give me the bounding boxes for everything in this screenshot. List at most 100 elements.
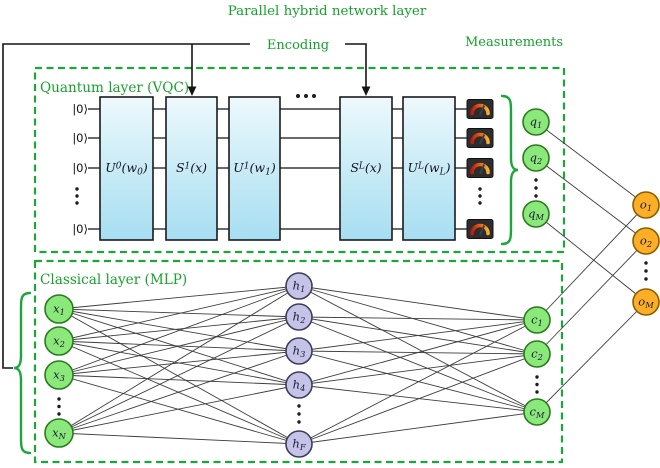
ellipsis-dot bbox=[535, 390, 539, 394]
connection-line bbox=[58, 432, 300, 445]
node-label: x1 bbox=[53, 302, 65, 318]
node-x3: x3 bbox=[44, 360, 74, 390]
node-circle bbox=[523, 306, 551, 334]
gate-u1: U1(w1) bbox=[228, 96, 281, 241]
gauge-icon bbox=[465, 217, 495, 241]
qubit-ket-label: |0⟩ bbox=[72, 161, 88, 175]
node-circle bbox=[285, 371, 313, 399]
ellipsis-dot bbox=[478, 187, 482, 191]
node-o2: o2 bbox=[632, 227, 660, 255]
node-circle bbox=[522, 200, 550, 228]
node-o1: o1 bbox=[632, 191, 660, 219]
input-nodes: x1 x2 x3 xN bbox=[44, 294, 74, 448]
quantum-layer-box: Quantum layer (VQC) |0⟩ |0⟩ |0⟩ |0⟩ U0(w… bbox=[33, 66, 566, 254]
quantum-layer-border bbox=[33, 66, 566, 254]
gate-label: S1(x) bbox=[176, 160, 207, 175]
node-circle bbox=[523, 340, 551, 368]
hidden-nodes: h1 h2 h3 h4 hF bbox=[285, 272, 313, 458]
connection-line bbox=[58, 308, 300, 318]
qubit-ket-label: |0⟩ bbox=[72, 102, 88, 116]
node-h1: h1 bbox=[285, 272, 313, 300]
ellipsis-dot bbox=[534, 178, 538, 182]
measurement-brace bbox=[500, 94, 519, 246]
connection-line bbox=[298, 353, 538, 386]
gate-ul: UL(wL) bbox=[402, 96, 456, 241]
ellipsis-dot bbox=[535, 382, 539, 387]
ellipsis-dot bbox=[304, 94, 308, 98]
connection-line bbox=[58, 384, 300, 434]
node-label: hF bbox=[292, 437, 305, 453]
gate-label: U1(w1) bbox=[233, 160, 276, 178]
node-circle bbox=[44, 360, 74, 390]
node-label: qM bbox=[528, 207, 544, 223]
connection-line bbox=[58, 316, 300, 342]
connection-line bbox=[298, 285, 538, 355]
ellipsis-dot bbox=[57, 412, 61, 416]
mlp-edges bbox=[58, 285, 538, 445]
input-brace bbox=[13, 291, 32, 455]
connection-line bbox=[298, 316, 538, 321]
node-circle bbox=[44, 418, 74, 448]
ellipsis-dot bbox=[644, 269, 648, 273]
ellipsis-dot bbox=[534, 186, 538, 190]
node-circle bbox=[285, 430, 313, 458]
connection-line bbox=[58, 374, 300, 386]
ellipsis-dot bbox=[75, 194, 79, 198]
gate-sl: SL(x) bbox=[339, 96, 393, 241]
connection-line bbox=[536, 204, 647, 321]
classical-layer-label: Classical layer (MLP) bbox=[40, 272, 187, 288]
node-circle bbox=[522, 108, 550, 136]
ellipsis-dot bbox=[75, 187, 79, 191]
connection-line bbox=[298, 319, 538, 445]
ellipsis-dot bbox=[297, 412, 301, 416]
gate-label: SL(x) bbox=[350, 160, 381, 175]
gate-box bbox=[99, 96, 154, 241]
arrow-down-icon bbox=[187, 86, 197, 96]
node-circle bbox=[632, 288, 660, 316]
connection-line bbox=[58, 350, 300, 376]
node-circle bbox=[44, 294, 74, 324]
classical-layer-border bbox=[33, 259, 564, 464]
measurements-label: Measurements bbox=[465, 35, 563, 50]
encoding-connector-line bbox=[2, 43, 250, 369]
connection-line bbox=[535, 157, 647, 242]
ellipsis-dot bbox=[644, 261, 648, 265]
node-circle bbox=[522, 144, 550, 172]
ellipsis-dot bbox=[296, 94, 300, 98]
gate-u0: U0(w0) bbox=[99, 96, 154, 241]
gate-box bbox=[165, 96, 218, 241]
qubit-wires bbox=[88, 108, 467, 230]
connection-line bbox=[58, 316, 300, 376]
node-x1: x1 bbox=[44, 294, 74, 324]
node-cM: cM bbox=[523, 398, 551, 426]
node-label: h2 bbox=[293, 310, 306, 326]
node-label: h1 bbox=[293, 279, 306, 295]
node-circle bbox=[285, 303, 313, 331]
quantum-output-nodes: q1 q2 qM bbox=[522, 108, 550, 228]
ellipsis-dot bbox=[57, 404, 61, 409]
connection-line bbox=[535, 213, 647, 303]
ellipsis-dot bbox=[297, 420, 301, 424]
gate-s1: S1(x) bbox=[165, 96, 218, 241]
ellipsis-dot bbox=[312, 94, 316, 98]
node-circle bbox=[632, 227, 660, 255]
node-label: c2 bbox=[531, 347, 543, 363]
ellipsis-dots bbox=[57, 94, 648, 424]
connection-line bbox=[58, 285, 300, 342]
qubit-ket-label: |0⟩ bbox=[72, 222, 88, 236]
ellipsis-dot bbox=[534, 194, 538, 198]
connection-line bbox=[536, 240, 647, 355]
node-c1: c1 bbox=[523, 306, 551, 334]
gauge-icon bbox=[465, 97, 495, 121]
encoding-label: Encoding bbox=[267, 38, 329, 53]
node-q2: q2 bbox=[522, 144, 550, 172]
gate-box bbox=[339, 96, 393, 241]
connection-line bbox=[298, 319, 538, 386]
node-h4: h4 bbox=[285, 371, 313, 399]
connection-line bbox=[58, 285, 300, 310]
node-h3: h3 bbox=[285, 337, 313, 365]
node-label: q2 bbox=[530, 151, 543, 167]
node-hF: hF bbox=[285, 430, 313, 458]
connection-line bbox=[58, 340, 300, 445]
